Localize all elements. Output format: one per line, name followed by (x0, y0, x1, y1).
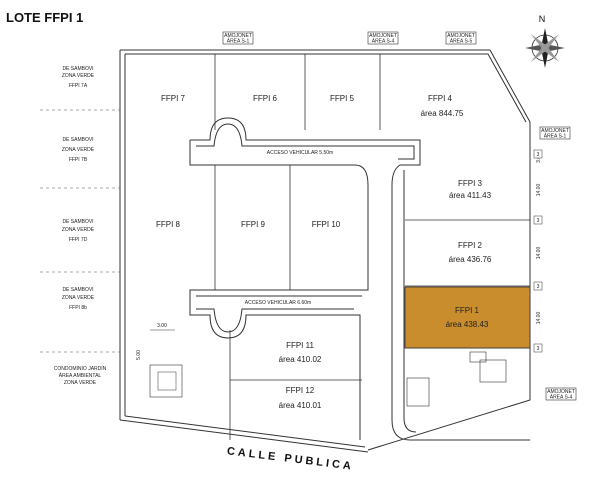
svg-text:FFPI 7A: FFPI 7A (69, 83, 88, 89)
top-amojonet-1: AMOJONET ÀREA S-1 (222, 31, 254, 45)
condominio-label: CONDOMINIO JARDÍN ÁREA AMBIENTAL ZONA VE… (54, 365, 107, 386)
lot-ffpi7-label[interactable]: FFPI 7 (161, 94, 186, 103)
svg-text:FFPI 8b: FFPI 8b (69, 305, 87, 311)
lot-ffpi12-area: área 410.01 (279, 401, 322, 410)
left-label-7d: DE SAMBOVI ZONA VERDE FFPI 7D (62, 219, 95, 243)
street-label: CALLE PUBLICA (226, 445, 354, 472)
svg-text:ÀREA S-5: ÀREA S-5 (450, 38, 473, 45)
map-title: LOTE FFPI 1 (6, 10, 83, 25)
lot-ffpi9-label[interactable]: FFPI 9 (241, 220, 266, 229)
svg-text:ÀREA S-4: ÀREA S-4 (372, 38, 395, 45)
svg-text:5.00: 5.00 (136, 350, 142, 360)
svg-text:3: 3 (537, 152, 540, 158)
svg-text:ÀREA S-4: ÀREA S-4 (550, 394, 573, 401)
svg-text:DE SAMBOVI: DE SAMBOVI (62, 287, 93, 293)
marker-1: 3 (533, 215, 543, 225)
svg-text:ZONA VERDE: ZONA VERDE (62, 147, 95, 153)
svg-text:AMOJONET: AMOJONET (547, 389, 575, 395)
lower-left-dims: 3.00 5.00 (136, 323, 183, 398)
lot-ffpi4-label[interactable]: FFPI 4 (428, 94, 453, 103)
svg-text:ÁREA AMBIENTAL: ÁREA AMBIENTAL (59, 372, 102, 379)
lot-ffpi3-area: área 411.43 (449, 191, 492, 200)
dim-right-1400-b: 14.00 (536, 247, 542, 260)
access-road (189, 117, 530, 441)
left-leaders (40, 109, 120, 353)
svg-text:3: 3 (537, 346, 540, 352)
lot-ffpi1-area: área 438.43 (446, 320, 489, 329)
access-road-label-top: ACCESO VEHICULAR 5.50m (267, 150, 333, 156)
lot-ffpi11-label[interactable]: FFPI 11 (286, 341, 314, 350)
lot-ffpi1-label[interactable]: FFPI 1 (455, 306, 480, 315)
lot-ffpi2-label[interactable]: FFPI 2 (458, 241, 483, 250)
marker-2: 3 (533, 281, 543, 291)
marker-3: 3 (533, 343, 543, 353)
svg-text:DE SAMBOVI: DE SAMBOVI (62, 219, 93, 225)
svg-text:3.00: 3.00 (157, 323, 167, 329)
lot-ffpi5-label[interactable]: FFPI 5 (330, 94, 355, 103)
small-structures (406, 351, 507, 407)
north-arrow-icon: N (525, 14, 565, 68)
lot-ffpi10-label[interactable]: FFPI 10 (312, 220, 341, 229)
svg-text:ZONA VERDE: ZONA VERDE (62, 295, 95, 301)
lot-ffpi12-label[interactable]: FFPI 12 (286, 386, 315, 395)
left-label-8b: DE SAMBOVI ZONA VERDE FFPI 8b (62, 287, 95, 311)
svg-text:ÀREA S-1: ÀREA S-1 (227, 38, 250, 45)
svg-text:3: 3 (537, 218, 540, 224)
lot-ffpi6-label[interactable]: FFPI 6 (253, 94, 278, 103)
amojonet-right-top: AMOJONET ÀREA S-1 (539, 126, 571, 140)
lot-ffpi1-highlight[interactable] (404, 286, 531, 349)
svg-text:FFPI 7D: FFPI 7D (69, 237, 88, 243)
lot-ffpi2-area: área 436.76 (449, 255, 492, 264)
access-road-label-bottom: ACCESO VEHICULAR 6.60m (245, 300, 311, 306)
lot-ffpi4-area: área 844.75 (421, 109, 464, 118)
svg-text:CONDOMINIO JARDÍN: CONDOMINIO JARDÍN (54, 365, 107, 372)
svg-text:AMOJONET: AMOJONET (541, 128, 569, 134)
top-amojonet-3: AMOJONET ÀREA S-5 (445, 31, 477, 45)
left-label-7b: DE SAMBOVI ZONA VERDE FFPI 7B (62, 137, 95, 163)
svg-text:FFPI 7B: FFPI 7B (69, 157, 88, 163)
dim-right-1400-c: 14.00 (536, 312, 542, 325)
svg-text:3: 3 (537, 284, 540, 290)
svg-text:AMOJONET: AMOJONET (369, 33, 397, 39)
marker-4: 3 (533, 149, 543, 159)
lot-ffpi11-area: área 410.02 (279, 355, 322, 364)
svg-text:ZONA VERDE: ZONA VERDE (62, 73, 95, 79)
svg-text:AMOJONET: AMOJONET (224, 33, 252, 39)
lot-ffpi3-label[interactable]: FFPI 3 (458, 179, 483, 188)
lot-ffpi8-label[interactable]: FFPI 8 (156, 220, 181, 229)
svg-text:DE SAMBOVI: DE SAMBOVI (62, 66, 93, 72)
svg-text:ZONA VERDE: ZONA VERDE (64, 380, 97, 386)
amojonet-right-bottom: AMOJONET ÀREA S-4 (545, 387, 577, 401)
north-label: N (539, 14, 546, 24)
svg-text:AMOJONET: AMOJONET (447, 33, 475, 39)
svg-text:DE SAMBOVI: DE SAMBOVI (62, 137, 93, 143)
svg-text:ÀREA S-1: ÀREA S-1 (544, 133, 567, 140)
dim-right-1400-a: 14.00 (536, 184, 542, 197)
top-amojonet-2: AMOJONET ÀREA S-4 (367, 31, 399, 45)
svg-text:ZONA VERDE: ZONA VERDE (62, 227, 95, 233)
site-boundary (119, 49, 531, 453)
left-label-7a: DE SAMBOVI ZONA VERDE FFPI 7A (62, 66, 95, 89)
